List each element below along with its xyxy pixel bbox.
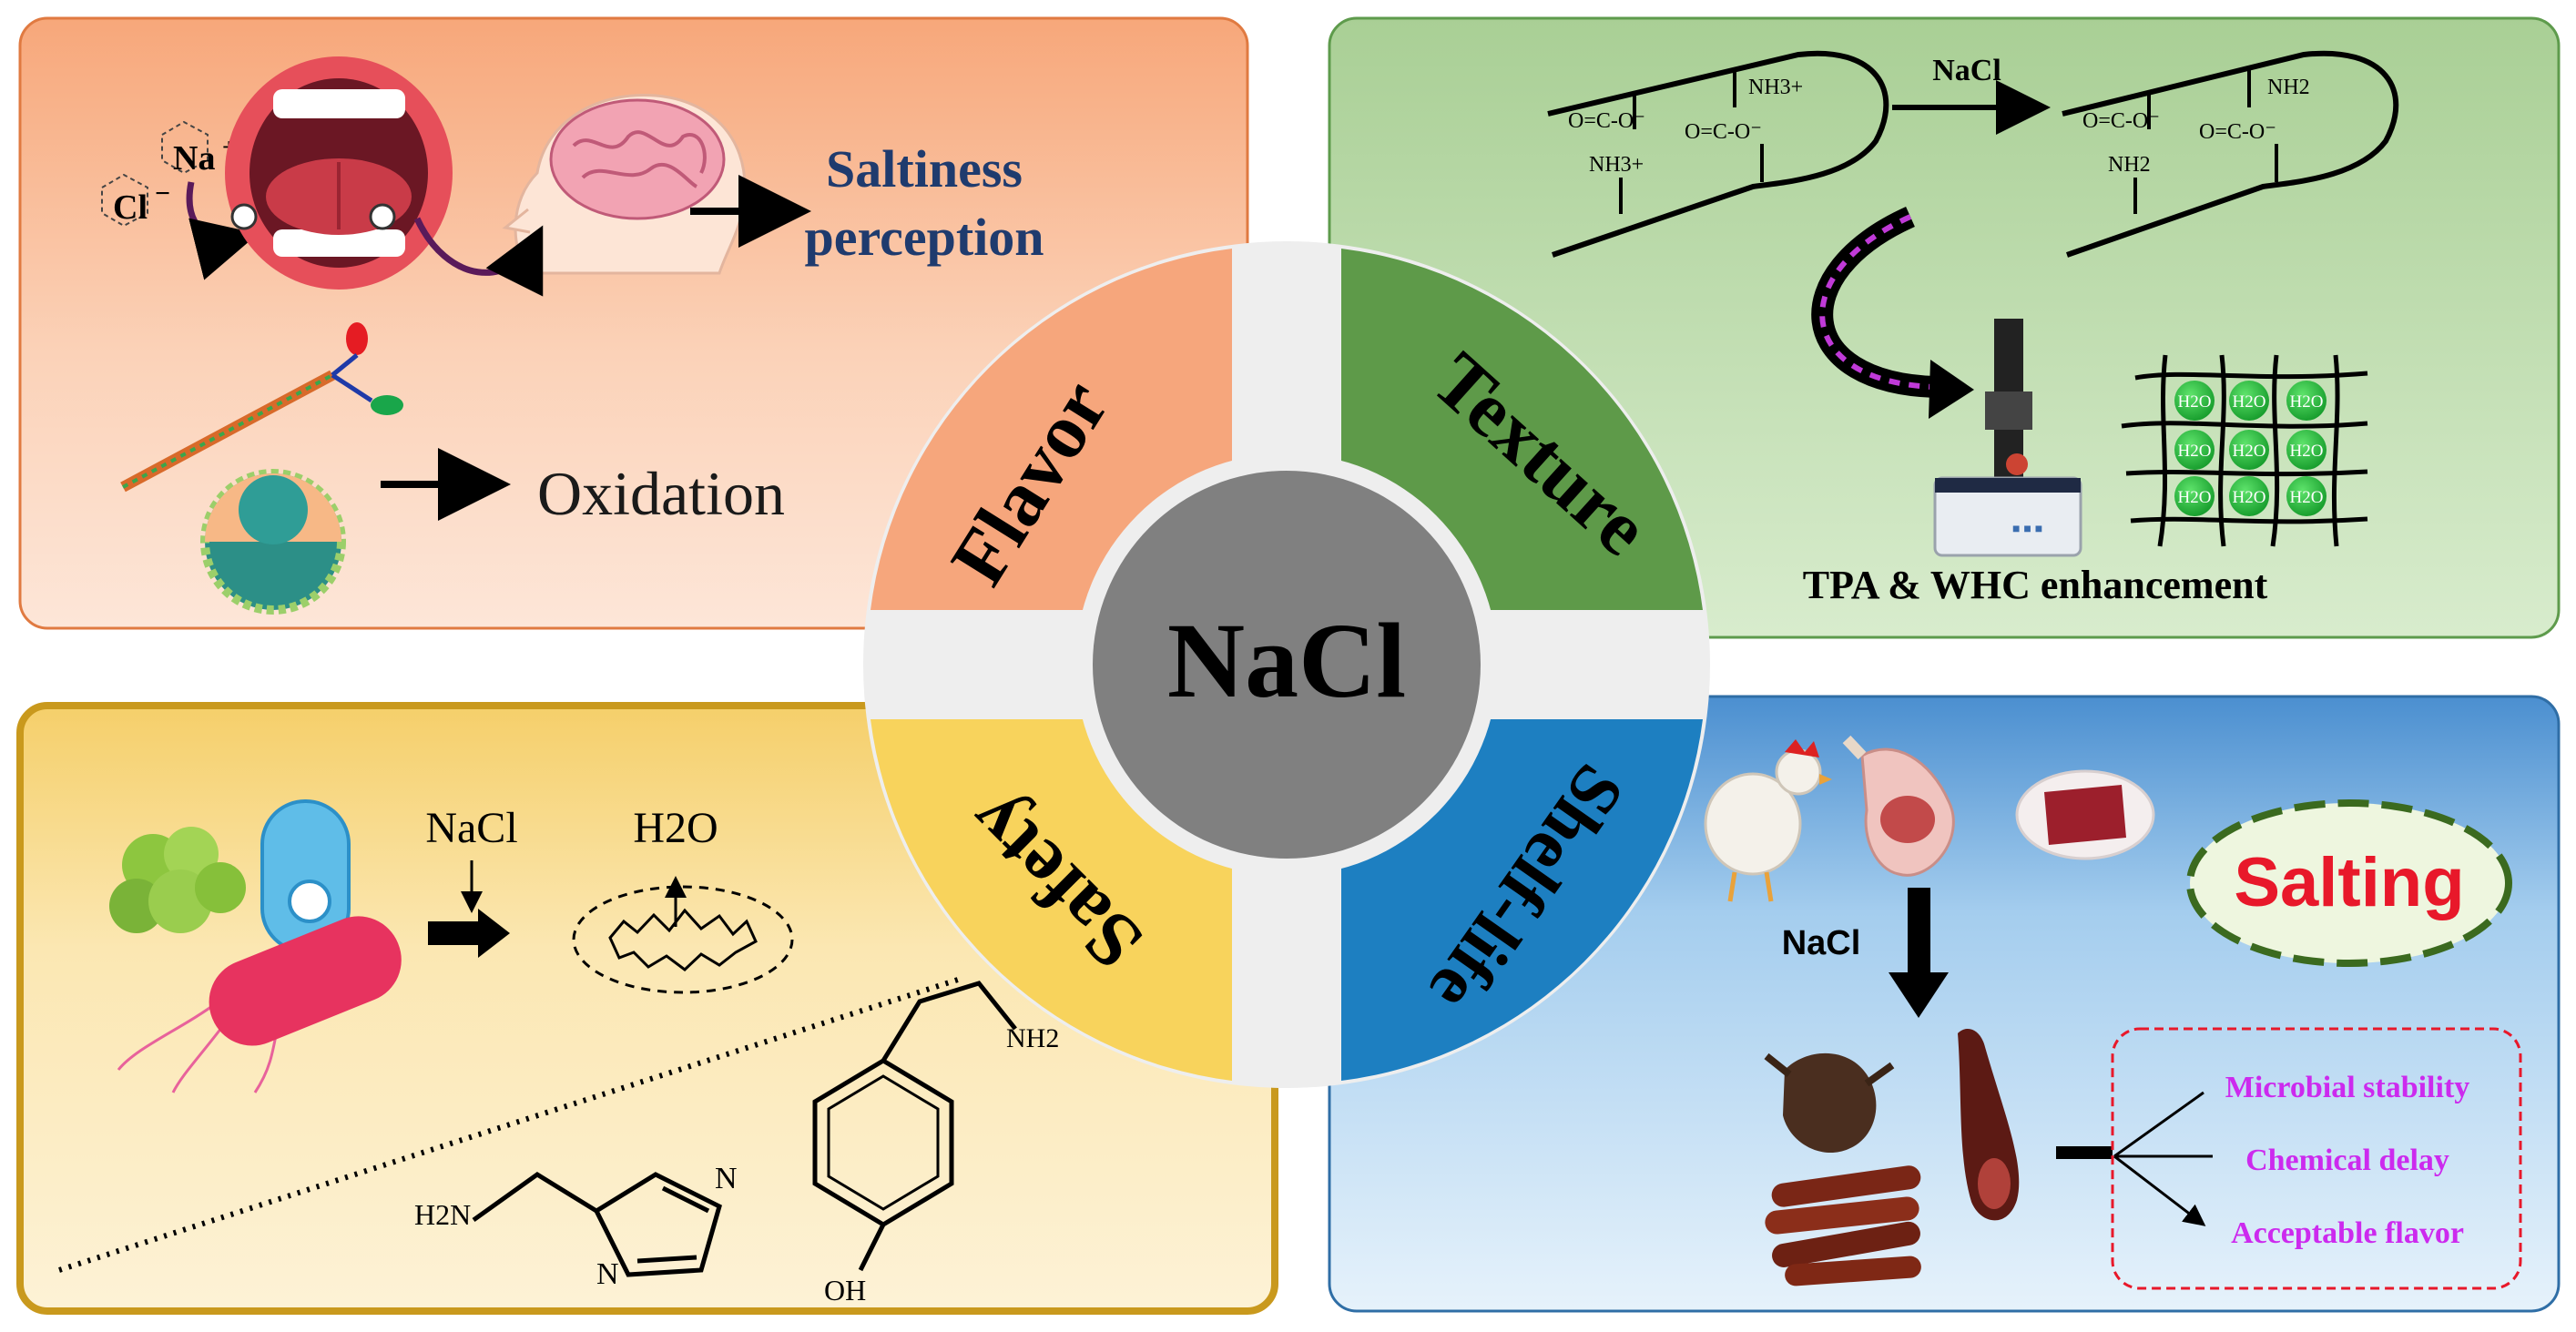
- water-molecule: H2O: [2286, 381, 2327, 421]
- water-molecule-label: H2O: [2290, 488, 2324, 507]
- cl-hexagon: [101, 173, 148, 228]
- right-nh2-bottom: NH2: [2108, 153, 2151, 177]
- water-molecules: H2O H2O H2O H2O H2O H2O H2O H2O H2O: [2174, 381, 2327, 516]
- virus-cluster-illustration: [109, 827, 246, 933]
- shelf-life-content: Salting NaCl Microbial stability Chemica…: [1704, 735, 2522, 1290]
- water-molecule-label: H2O: [2178, 442, 2212, 461]
- water-molecule: H2O: [2174, 381, 2215, 421]
- water-molecule-label: H2O: [2178, 488, 2212, 507]
- right-carboxyl-1: O=C-O⁻: [2082, 109, 2160, 133]
- cl-ion-label: Cl: [113, 188, 148, 227]
- lysed-cell-outline: [572, 885, 794, 994]
- water-molecule: H2O: [2286, 476, 2327, 516]
- chicken-illustration: [1704, 739, 1832, 902]
- left-nh3-top: NH3+: [1748, 76, 1803, 99]
- water-molecule: H2O: [2229, 476, 2269, 516]
- right-carboxyl-2: O=C-O⁻: [2199, 120, 2276, 144]
- liposome-illustration: [200, 469, 346, 615]
- water-molecule-label: H2O: [2233, 442, 2266, 461]
- tyramine-nh2: NH2: [1006, 1023, 1059, 1053]
- tyramine-structure: [812, 981, 1017, 1272]
- outcome-flavor: Acceptable flavor: [2231, 1216, 2464, 1250]
- flavor-content: Na + Cl − Saltiness perception: [101, 56, 1044, 615]
- texture-nacl-label: NaCl: [1932, 54, 2001, 87]
- water-molecule: H2O: [2229, 430, 2269, 470]
- water-molecule-label: H2O: [2290, 442, 2324, 461]
- histamine-structure: [472, 1172, 722, 1277]
- outcome-chemical: Chemical delay: [2245, 1144, 2449, 1177]
- raw-ham-illustration: [1842, 735, 1955, 877]
- na-ion-label: Na: [173, 139, 215, 178]
- water-molecule: H2O: [2229, 381, 2269, 421]
- histamine-n-top: N: [715, 1162, 738, 1195]
- head-brain-illustration: [502, 93, 747, 275]
- histamine-h2n: H2N: [414, 1198, 471, 1231]
- water-molecule: H2O: [2174, 430, 2215, 470]
- beef-plate-illustration: [2015, 769, 2155, 860]
- na-hexagon: [161, 120, 209, 175]
- cured-ham-illustration: [1958, 1029, 2020, 1221]
- center-wheel: NaCl Flavor Texture Safety Shelf-life: [863, 241, 1710, 1088]
- water-molecule: H2O: [2174, 476, 2215, 516]
- cured-duck-illustration: [1764, 1052, 1895, 1154]
- tyramine-oh: OH: [824, 1274, 866, 1307]
- water-network: [2121, 354, 2368, 547]
- cl-ion-charge: −: [155, 178, 170, 208]
- histamine-n-bottom: N: [596, 1257, 619, 1291]
- svg-text:■ ■ ■: ■ ■ ■: [2012, 521, 2042, 535]
- mouth-illustration: [225, 56, 453, 290]
- water-molecule-label: H2O: [2178, 392, 2212, 412]
- left-carboxyl-1: O=C-O⁻: [1568, 109, 1645, 133]
- texture-content: NH3+ O=C-O⁻ O=C-O⁻ NH3+ NaCl NH2 O=C-O⁻ …: [1547, 50, 2399, 607]
- water-molecule-label: H2O: [2290, 392, 2324, 412]
- water-molecule-label: H2O: [2233, 392, 2266, 412]
- right-nh2-top: NH2: [2267, 76, 2310, 99]
- safety-water-label: H2O: [633, 804, 718, 852]
- bacteria-red-illustration: [117, 916, 402, 1093]
- left-nh3-bottom: NH3+: [1589, 153, 1644, 177]
- outcome-microbial: Microbial stability: [2225, 1071, 2470, 1104]
- oxidation-label: Oxidation: [537, 459, 785, 528]
- safety-content: NaCl H2O H2N N N NH2 OH: [58, 799, 1059, 1307]
- bacteria-blue-illustration: [260, 799, 351, 953]
- sausages-illustration: [1765, 1165, 1921, 1286]
- outcomes-box: [2111, 1027, 2522, 1290]
- water-molecule-label: H2O: [2233, 488, 2266, 507]
- salting-bubble: [2186, 799, 2512, 967]
- water-molecule: H2O: [2286, 430, 2327, 470]
- shelf-nacl-label: NaCl: [1782, 924, 1861, 962]
- center-label: NaCl: [1167, 601, 1406, 720]
- left-carboxyl-2: O=C-O⁻: [1685, 120, 1762, 144]
- salting-label: Salting: [2234, 844, 2464, 921]
- safety-nacl-label: NaCl: [425, 804, 517, 852]
- tpa-label: TPA & WHC enhancement: [1803, 563, 2268, 607]
- saltiness-line1: Saltiness: [826, 139, 1023, 198]
- texture-analyzer-illustration: ■ ■ ■: [1933, 319, 2082, 557]
- saltiness-line2: perception: [804, 208, 1044, 267]
